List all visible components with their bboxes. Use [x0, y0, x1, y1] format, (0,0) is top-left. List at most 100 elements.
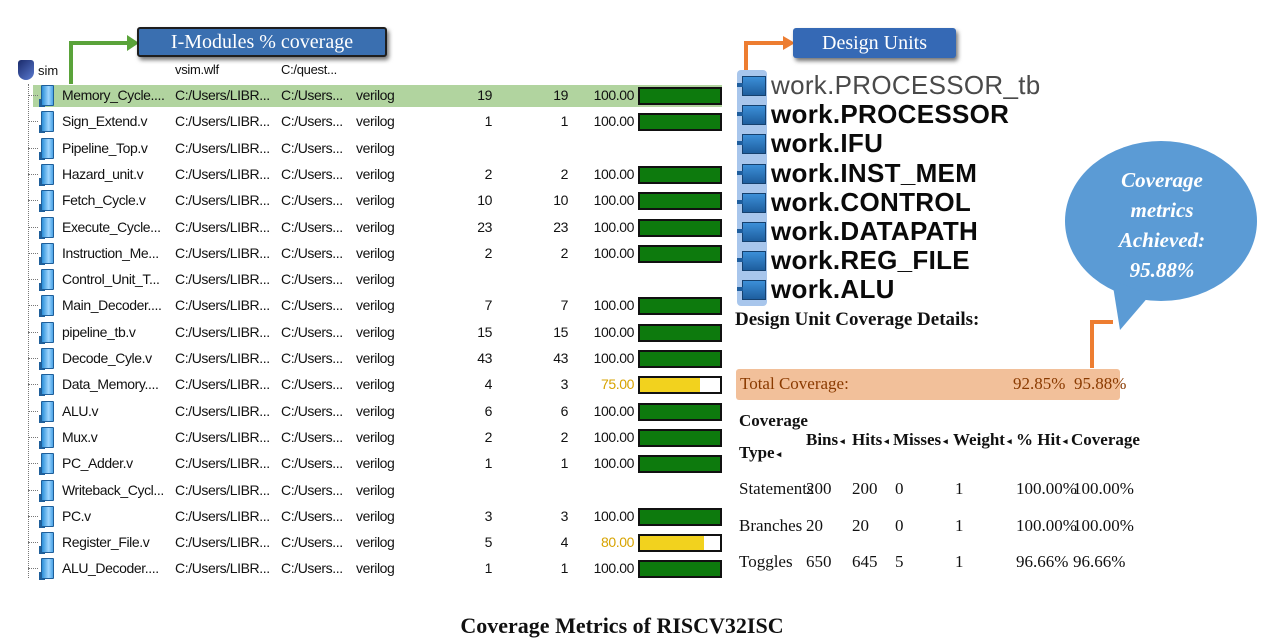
- coverage-bar: [638, 402, 722, 421]
- instance-language: verilog: [356, 165, 395, 182]
- sim-instance-row[interactable]: Instruction_Me...C:/Users/LIBR...C:/User…: [0, 241, 730, 267]
- sim-icon: [18, 60, 34, 80]
- instance-language: verilog: [356, 376, 395, 393]
- coverage-bar-fill: [640, 246, 720, 261]
- sim-root[interactable]: sim: [18, 60, 58, 80]
- instance-dir: C:/Users...: [281, 376, 343, 393]
- instance-language: verilog: [356, 560, 395, 577]
- tree-branch: [28, 252, 38, 254]
- stmt-count: 15: [477, 323, 492, 340]
- coverage-bar: [638, 560, 722, 579]
- bubble-line-3: Achieved:: [1118, 228, 1206, 252]
- sort-arrow-icon: ◂: [776, 448, 782, 459]
- coverage-percent: 100.00: [593, 455, 635, 472]
- coverage-percent: 100.00: [593, 244, 635, 261]
- design-unit-name: work.PROCESSOR_tb: [771, 70, 1041, 100]
- tree-branch: [28, 436, 38, 438]
- tree-branch: [28, 200, 38, 202]
- design-unit-icon: [737, 192, 766, 213]
- bubble-line-4: 95.88%: [1129, 258, 1195, 282]
- sim-instance-row[interactable]: Main_Decoder....C:/Users/LIBR...C:/Users…: [0, 293, 730, 319]
- sim-instance-row[interactable]: Control_Unit_T...C:/Users/LIBR...C:/User…: [0, 267, 730, 293]
- bubble-line-1: Coverage: [1121, 168, 1203, 192]
- instance-path: C:/Users/LIBR...: [175, 323, 270, 340]
- stmt-hits: 43: [553, 350, 568, 366]
- verilog-file-icon: [39, 269, 56, 292]
- sim-instance-row[interactable]: Writeback_Cycl...C:/Users/LIBR...C:/User…: [0, 478, 730, 504]
- col-header-hits[interactable]: Hits◂: [852, 430, 889, 450]
- stmt-count: 43: [477, 350, 492, 366]
- coverage-bar-fill: [640, 299, 720, 314]
- instance-language: verilog: [356, 139, 395, 156]
- instance-language: verilog: [356, 534, 395, 551]
- stmt-hits: 2: [560, 244, 569, 261]
- tree-branch: [28, 410, 38, 412]
- instance-name: ALU.v: [62, 402, 99, 419]
- sim-instance-row[interactable]: Data_Memory....C:/Users/LIBR...C:/Users.…: [0, 372, 730, 398]
- verilog-file-icon: [39, 348, 56, 370]
- instance-name: Pipeline_Top.v: [62, 139, 148, 156]
- stmt-count: 2: [484, 165, 493, 182]
- col-header-type-2[interactable]: Type◂: [739, 443, 781, 463]
- stmt-count: 3: [484, 507, 493, 524]
- col-header-pct-hit[interactable]: % Hit◂: [1016, 430, 1067, 450]
- verilog-file-icon: [39, 426, 56, 449]
- coverage-bar-fill: [640, 89, 720, 103]
- verilog-file-icon: [39, 242, 56, 265]
- coverage-bar: [638, 534, 722, 553]
- instance-language: verilog: [356, 507, 395, 524]
- stmt-hits: 4: [560, 534, 569, 551]
- stmt-hits: 23: [553, 218, 568, 235]
- col-header-weight[interactable]: Weight◂: [953, 430, 1011, 450]
- bubble-line-2: metrics: [1130, 198, 1194, 222]
- instance-path: C:/Users/LIBR...: [175, 271, 270, 288]
- stmt-count: 2: [484, 244, 493, 261]
- instance-name: Data_Memory....: [62, 376, 159, 393]
- coverage-bar-fill: [640, 115, 720, 130]
- col-header-bins[interactable]: Bins◂: [806, 430, 845, 450]
- col-header-misses[interactable]: Misses◂: [893, 430, 948, 450]
- misses-value: 5: [895, 552, 904, 571]
- instance-name: Execute_Cycle...: [62, 218, 161, 235]
- instance-dir: C:/Users...: [281, 271, 343, 288]
- pct-hit-value: 100.00%: [1016, 479, 1077, 498]
- instance-language: verilog: [356, 481, 395, 498]
- stmt-count: 1: [484, 560, 493, 577]
- col-header-type-1[interactable]: Coverage: [739, 411, 808, 430]
- sort-arrow-icon: ◂: [840, 435, 845, 446]
- instance-dir: C:/Users...: [281, 350, 343, 366]
- instance-dir: C:/Users...: [281, 428, 343, 445]
- coverage-type: Statements: [739, 479, 814, 498]
- tree-connector: [28, 84, 29, 578]
- coverage-bar-fill: [640, 562, 720, 577]
- tree-branch: [28, 489, 38, 491]
- tree-branch: [28, 463, 38, 465]
- instance-name: ALU_Decoder....: [62, 560, 159, 577]
- sim-instance-row[interactable]: Execute_Cycle...C:/Users/LIBR...C:/Users…: [0, 215, 730, 241]
- orange-arrow-total: [1090, 320, 1113, 368]
- sim-instance-row[interactable]: ALU_Decoder....C:/Users/LIBR...C:/Users.…: [0, 556, 730, 582]
- col-header-coverage[interactable]: Coverage: [1071, 430, 1140, 449]
- verilog-file-icon: [39, 111, 56, 134]
- instance-name: Register_File.v: [62, 534, 150, 551]
- coverage-value: 100.00%: [1073, 479, 1134, 498]
- sim-instance-row[interactable]: Memory_Cycle....C:/Users/LIBR...C:/Users…: [0, 83, 730, 109]
- verilog-file-icon: [39, 137, 56, 160]
- hits-value: 645: [852, 552, 878, 571]
- instance-path: C:/Users/LIBR...: [175, 218, 270, 235]
- coverage-bar: [638, 165, 722, 184]
- coverage-bar: [638, 350, 722, 368]
- design-unit-icon: [737, 222, 766, 242]
- coverage-bar: [638, 376, 722, 395]
